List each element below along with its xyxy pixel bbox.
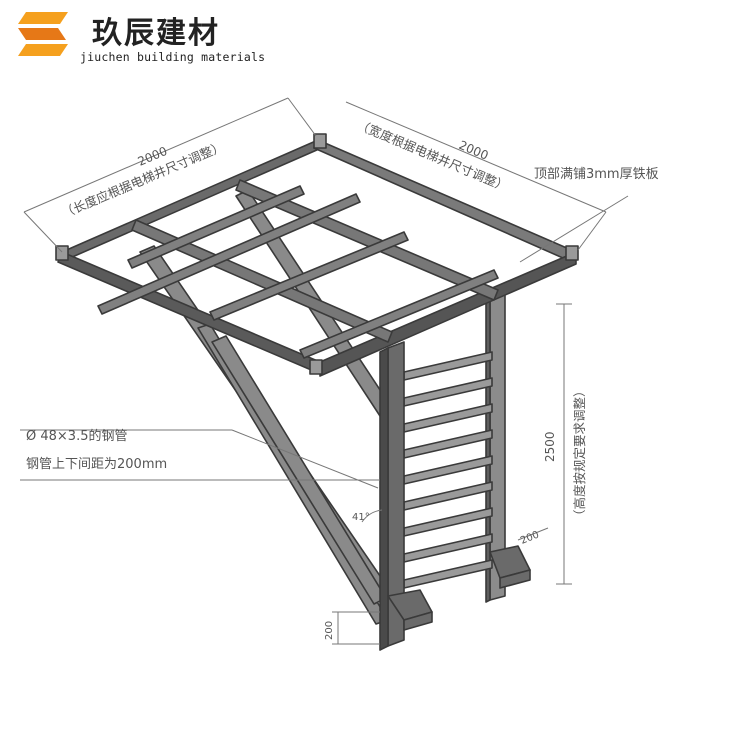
brand-subtitle: jiuchen building materials (80, 50, 266, 64)
length-dimension-note: （长度应根据电梯井尺寸调整） (59, 139, 226, 221)
diagonal-struts (139, 189, 403, 625)
stacked-blocks-logo-icon (18, 12, 68, 56)
base-dimension: 200 (324, 621, 335, 640)
base-brackets (387, 545, 531, 631)
pipe-spacing-note: 钢管上下间距为200mm (26, 457, 167, 472)
height-dimension-note: （高度按规定要求调整） (572, 384, 587, 522)
front-vertical-post (379, 341, 405, 651)
angle-label: 41° (352, 512, 370, 523)
ladder-rungs (403, 351, 493, 589)
pipe-spec-note: Ø 48×3.5的钢管 (26, 428, 127, 444)
top-platform-frame (57, 139, 577, 377)
rear-vertical-post (485, 294, 506, 603)
top-plate-note: 顶部满铺3mm厚铁板 (534, 167, 659, 182)
dimension-lines (20, 97, 629, 645)
foot-dimension: 200 (519, 529, 541, 546)
height-dimension: 2500 (543, 431, 557, 462)
brand-name: 玖辰建材 (92, 16, 220, 51)
